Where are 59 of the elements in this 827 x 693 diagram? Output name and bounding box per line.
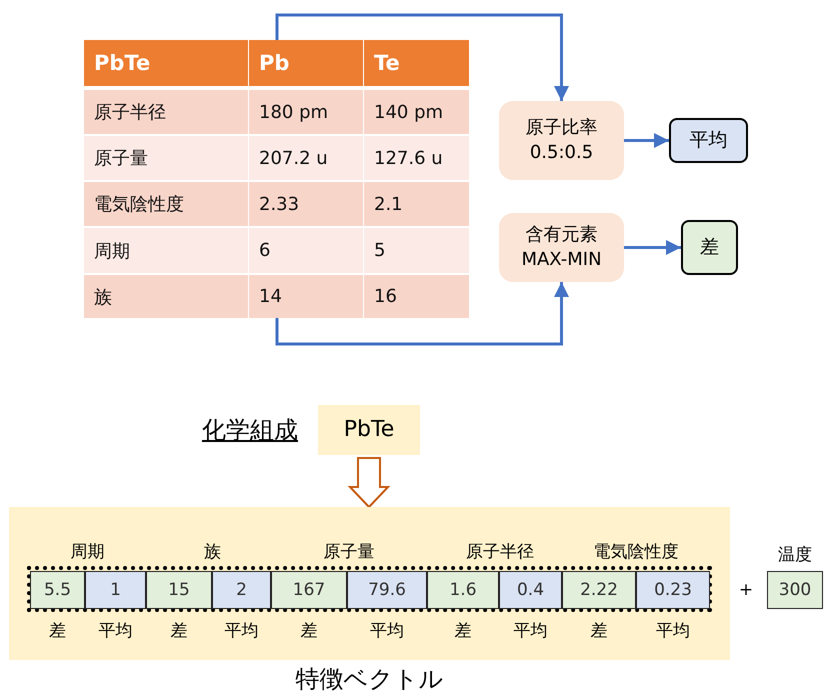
cell-caption: 平均 xyxy=(98,620,134,642)
cell-caption: 温度 xyxy=(777,544,813,566)
value-cell: 1 xyxy=(85,571,146,609)
header-cell: PbTe xyxy=(84,40,248,86)
arrow xyxy=(624,133,669,148)
header-cell: Te xyxy=(364,40,469,86)
table-cell: 原子量 xyxy=(84,136,248,180)
table-cell: 16 xyxy=(364,275,469,318)
panel-caption: 特徴ベクトル xyxy=(294,664,444,693)
value-cell: 167 xyxy=(271,571,347,609)
cell-caption: 平均 xyxy=(224,620,260,642)
value-cell: 79.6 xyxy=(347,571,427,609)
process-box: 含有元素 MAX-MIN xyxy=(499,213,624,282)
arrow xyxy=(276,282,569,346)
value-cell: 15 xyxy=(146,571,212,609)
arrow xyxy=(276,14,569,101)
result-box: 平均 xyxy=(669,118,748,163)
section-label: 化学組成 xyxy=(201,415,299,446)
composition-box: PbTe xyxy=(318,405,420,455)
block-arrow xyxy=(348,457,390,508)
cell-caption: 差 xyxy=(170,620,188,642)
table-cell: 原子半径 xyxy=(84,90,248,134)
value-cell: 2 xyxy=(212,571,271,609)
table-cell: 周期 xyxy=(84,228,248,273)
cell-caption: 差 xyxy=(590,620,608,642)
group-label: 族 xyxy=(203,540,222,564)
cell-caption: 差 xyxy=(300,620,318,642)
plus-sign: + xyxy=(738,579,754,602)
table-cell: 族 xyxy=(84,275,248,318)
header-cell: Pb xyxy=(249,40,363,86)
table-cell: 電気陰性度 xyxy=(84,182,248,226)
arrow xyxy=(624,240,681,255)
cell-caption: 平均 xyxy=(512,620,548,642)
table-cell: 6 xyxy=(249,228,363,273)
table-cell: 2.1 xyxy=(364,182,469,226)
value-cell: 0.23 xyxy=(636,571,710,609)
table-cell: 2.33 xyxy=(249,182,363,226)
cell-caption: 差 xyxy=(48,620,67,642)
cell-caption: 平均 xyxy=(655,620,691,642)
table-cell: 140 pm xyxy=(364,90,469,134)
table-cell: 5 xyxy=(364,228,469,273)
data-table xyxy=(84,40,469,318)
table-cell: 14 xyxy=(249,275,363,318)
cell-caption: 差 xyxy=(454,620,472,642)
group-label: 電気陰性度 xyxy=(592,540,680,564)
cell-caption: 平均 xyxy=(369,620,405,642)
value-cell: 2.22 xyxy=(562,571,636,609)
table-cell: 180 pm xyxy=(249,90,363,134)
group-label: 原子量 xyxy=(322,540,376,564)
group-label: 原子半径 xyxy=(465,540,535,564)
group-label: 周期 xyxy=(70,540,106,564)
result-box: 差 xyxy=(681,220,738,275)
value-cell: 0.4 xyxy=(499,571,562,609)
value-cell: 5.5 xyxy=(30,571,85,609)
value-cell: 300 xyxy=(767,571,823,609)
table-cell: 207.2 u xyxy=(249,136,363,180)
process-box: 原子比率 0.5:0.5 xyxy=(499,101,624,180)
table-cell: 127.6 u xyxy=(364,136,469,180)
value-cell: 1.6 xyxy=(427,571,499,609)
